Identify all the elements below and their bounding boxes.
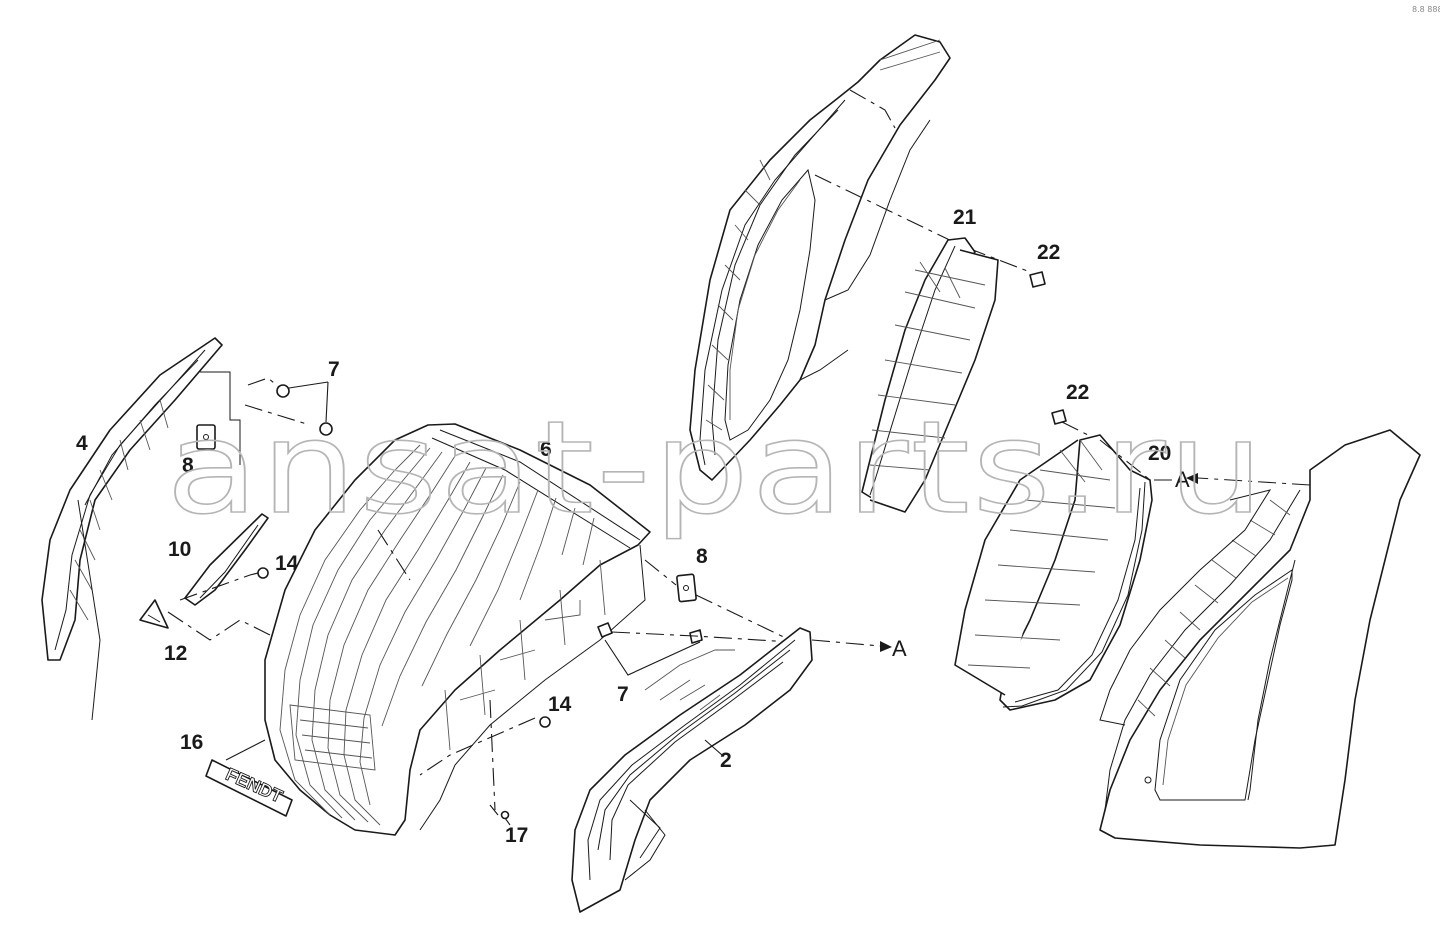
arrow-a-right-label: A	[892, 636, 907, 661]
cab-rear-corner-panel	[1099, 429, 1421, 849]
part-22-screw-mid	[1051, 409, 1099, 441]
arrow-a-left-label: A	[1175, 467, 1190, 492]
callout-6: 6	[540, 438, 552, 461]
part-10-trim-strip	[179, 513, 269, 606]
part-14-mid-screw	[419, 716, 551, 776]
watermark-text: ansat-parts.ru	[166, 394, 1266, 543]
part-8-right-bracket	[644, 559, 791, 641]
callout-8-right: 8	[696, 545, 708, 568]
corner-mark: 8.8 888	[1412, 5, 1440, 14]
part-21-seal	[861, 237, 999, 513]
part-22-screw-top	[1029, 271, 1046, 288]
callout-16: 16	[180, 731, 203, 754]
part-14-left-screw	[257, 567, 269, 579]
part-7-bottom-screws	[597, 622, 791, 676]
callout-7-top: 7	[328, 358, 340, 381]
part-12-corner-badge	[139, 599, 281, 641]
callout-21: 21	[953, 206, 977, 229]
callout-8-left: 8	[182, 454, 194, 477]
arrow-a-left	[1186, 473, 1311, 486]
callout-14-mid: 14	[548, 693, 572, 716]
part-4-left-side-panel	[41, 337, 241, 721]
part-6-hood-grille	[264, 423, 651, 836]
callout-22-top: 22	[1037, 241, 1060, 264]
callout-14-left: 14	[275, 552, 299, 575]
callout-7-bottom: 7	[617, 683, 629, 706]
part-17-clip	[489, 699, 511, 826]
callout-2: 2	[720, 749, 732, 772]
callout-4: 4	[76, 432, 88, 455]
arrow-a-right	[811, 639, 892, 652]
callout-22-mid: 22	[1066, 381, 1089, 404]
part-20-window-seal	[954, 434, 1180, 711]
part-7-top-screws	[244, 377, 333, 436]
callout-12: 12	[164, 642, 187, 665]
callout-17: 17	[505, 824, 528, 847]
callout-20: 20	[1148, 442, 1171, 465]
part-8-left-bracket	[196, 424, 216, 450]
part-2-right-side-panel	[571, 627, 813, 913]
callout-10: 10	[168, 538, 191, 561]
